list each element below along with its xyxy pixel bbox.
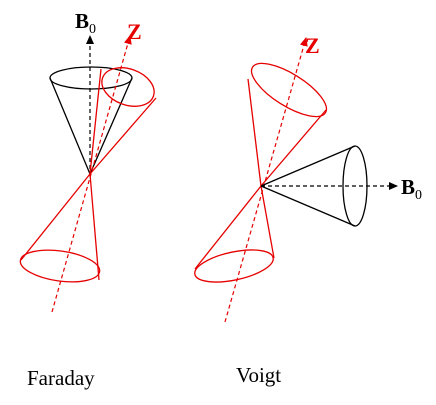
voigt-z-axis bbox=[224, 37, 308, 323]
voigt-red-cone bbox=[194, 62, 328, 283]
faraday-caption: Faraday bbox=[27, 366, 95, 390]
voigt-b0-label: B0 bbox=[401, 175, 422, 203]
faraday-panel: B0 Z bbox=[19, 9, 157, 313]
faraday-black-cone bbox=[49, 66, 133, 175]
faraday-red-cone bbox=[19, 67, 157, 283]
voigt-z-label: Z bbox=[305, 33, 320, 58]
voigt-panel: Z B0 bbox=[194, 33, 422, 323]
voigt-caption: Voigt bbox=[236, 363, 282, 387]
faraday-z-axis bbox=[51, 35, 132, 313]
faraday-b0-label: B0 bbox=[75, 9, 96, 37]
faraday-z-label: Z bbox=[127, 19, 142, 44]
